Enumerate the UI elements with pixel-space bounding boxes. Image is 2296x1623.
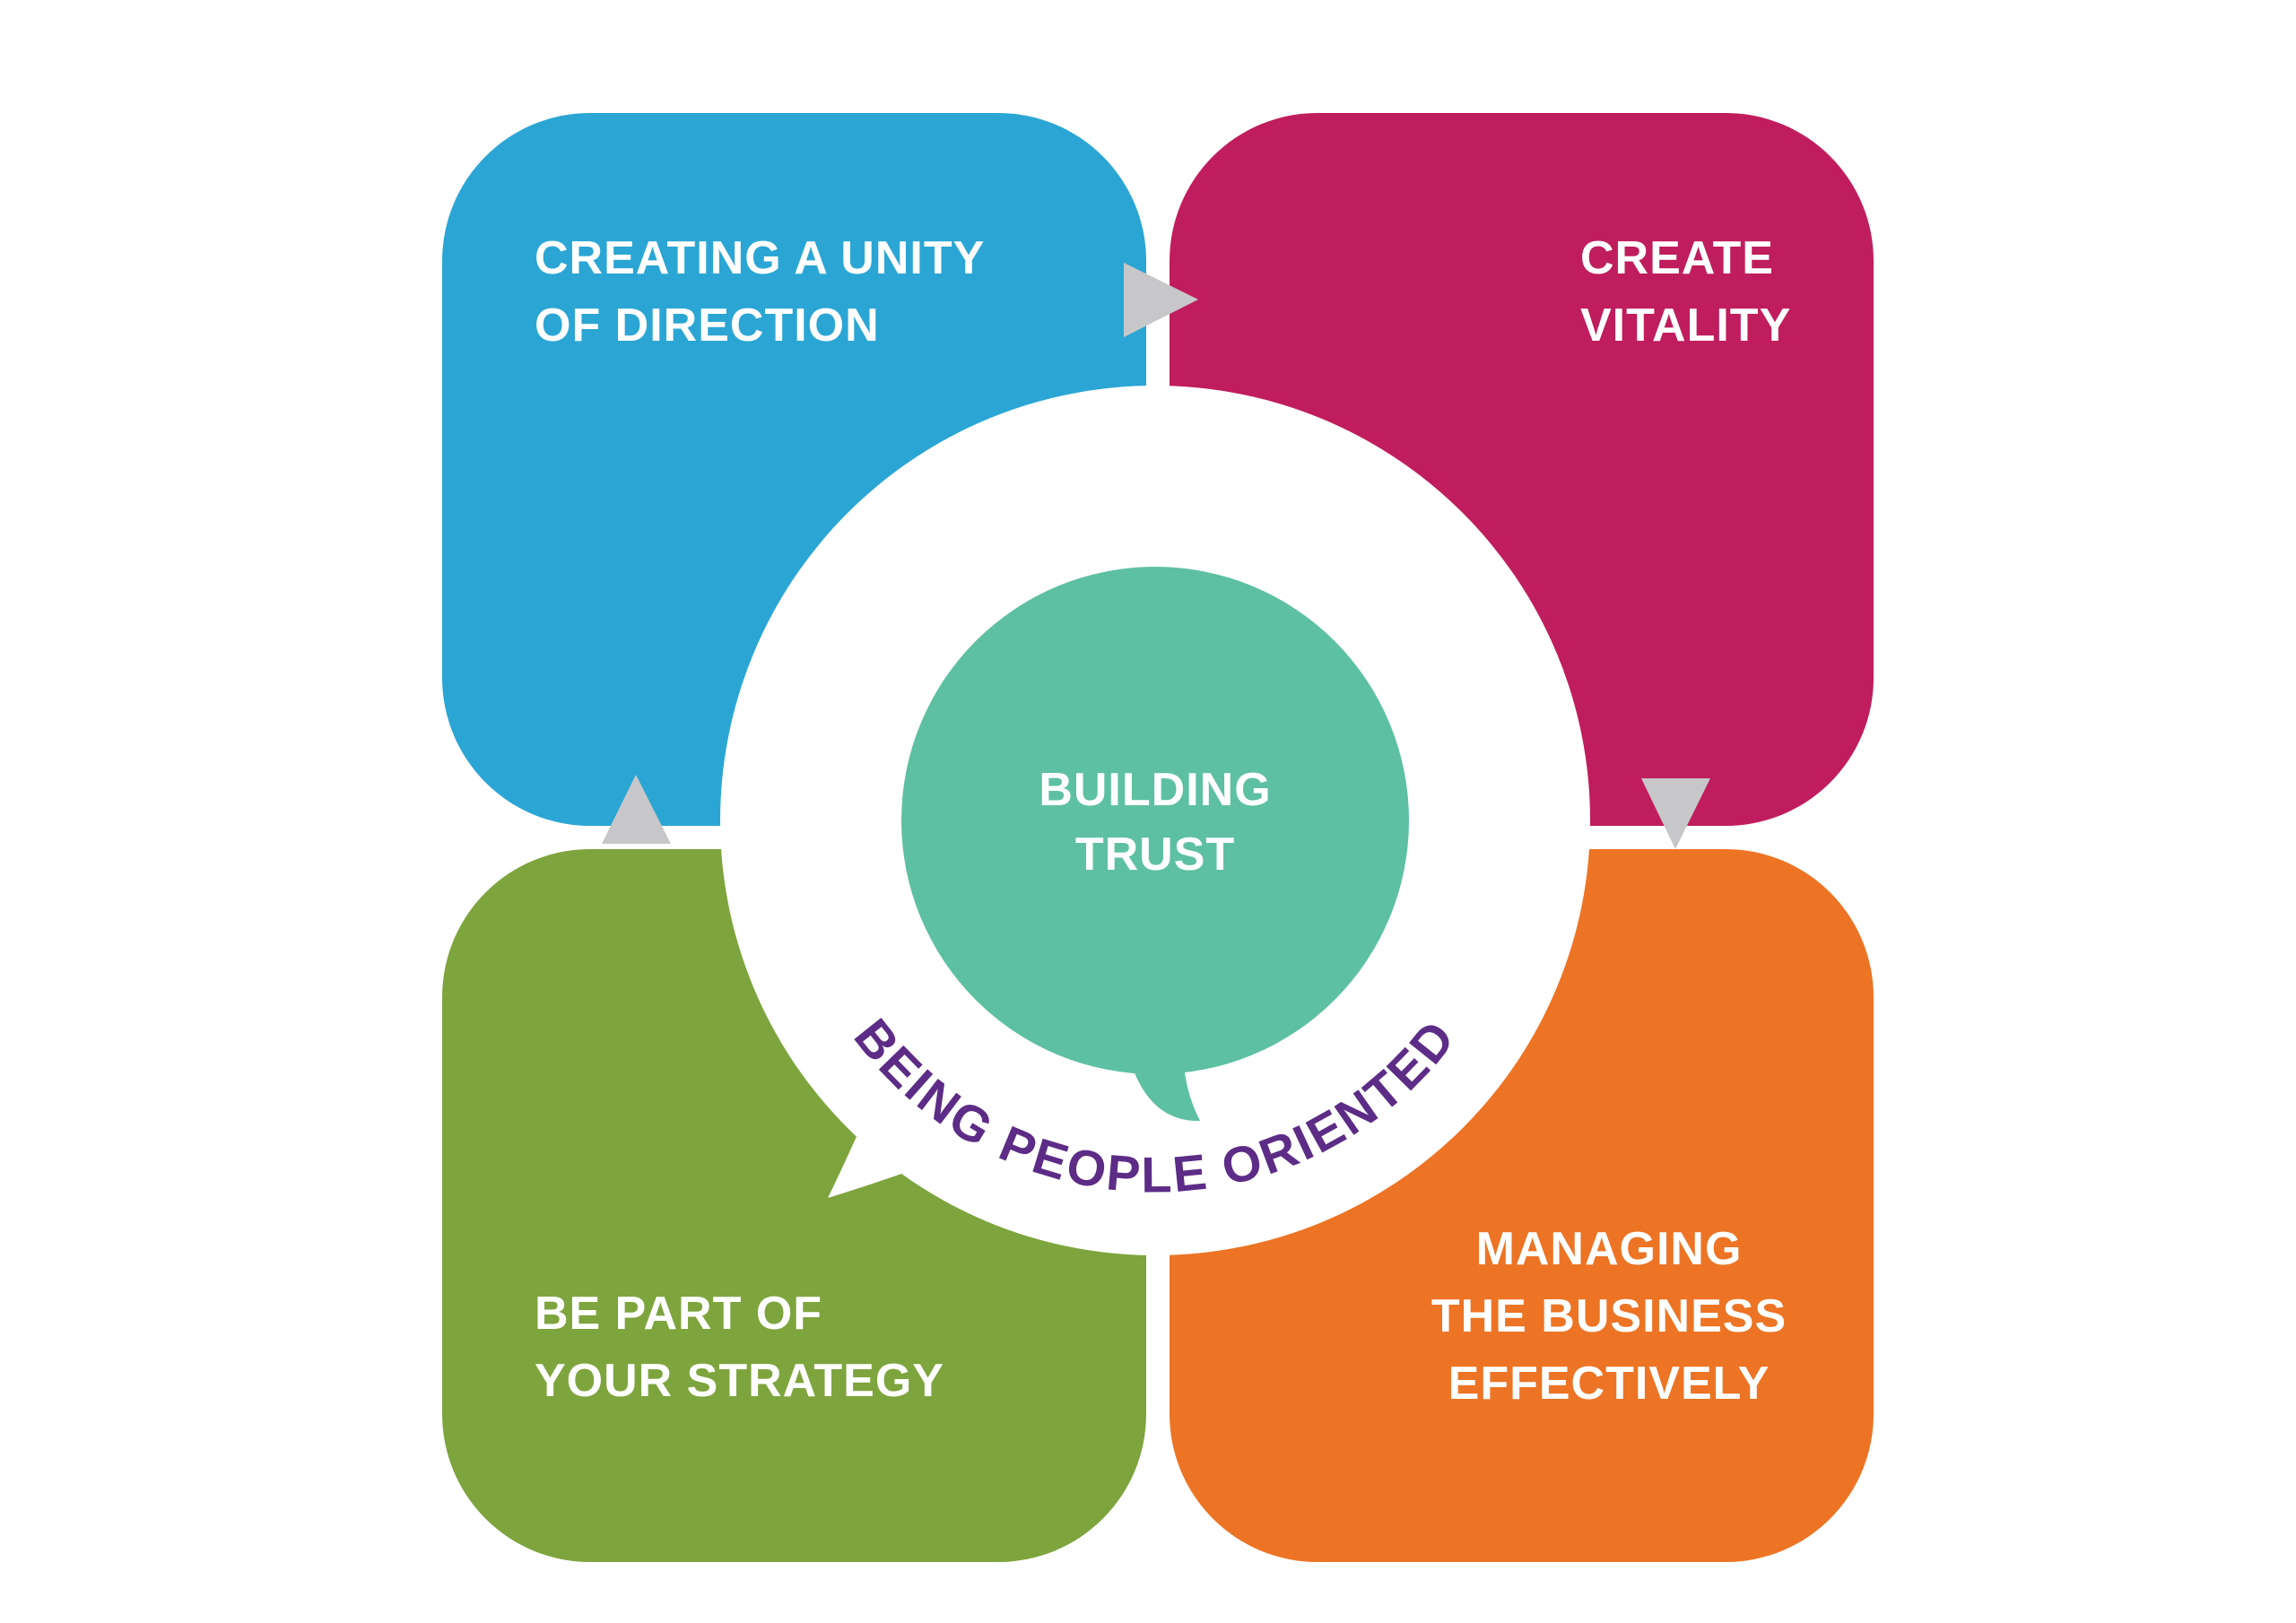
- label-create-vitality-line1: CREATE: [1580, 232, 1774, 284]
- label-managing-line1: MANAGING: [1476, 1223, 1743, 1275]
- center-label-line2: TRUST: [1075, 829, 1235, 881]
- flow-arrows-group: [602, 263, 1710, 849]
- label-creating-unity-line1: CREATING A UNITY: [535, 232, 985, 284]
- arrow-up-icon: [602, 775, 671, 844]
- white-ring-speech-tail: [828, 1038, 1019, 1198]
- quadrant-labels-group: CREATING A UNITY OF DIRECTION CREATE VIT…: [535, 232, 1791, 1410]
- center-bubble-group: BUILDING TRUST: [901, 567, 1409, 1122]
- label-strategy-line2: YOUR STRATEGY: [535, 1355, 944, 1407]
- label-managing-line3: EFFECTIVELY: [1448, 1358, 1770, 1410]
- label-create-vitality-line2: VITALITY: [1580, 299, 1791, 352]
- arrow-down-icon: [1641, 778, 1710, 849]
- center-circle: [901, 567, 1409, 1074]
- arrow-right-icon: [1124, 263, 1198, 337]
- label-strategy-line1: BE PART OF: [535, 1288, 822, 1340]
- label-creating-unity-line2: OF DIRECTION: [535, 299, 880, 352]
- label-managing-line2: THE BUSINESS: [1431, 1290, 1787, 1342]
- center-label-line1: BUILDING: [1039, 764, 1271, 816]
